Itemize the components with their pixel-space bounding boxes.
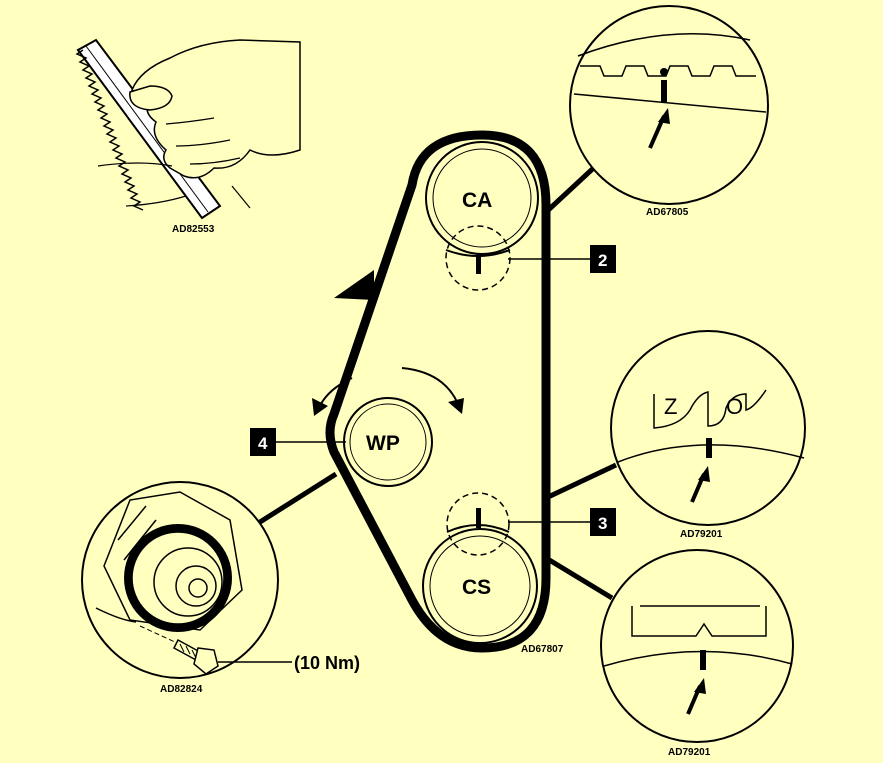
rotation-direction-icon [334,270,374,300]
camshaft-detail-inset [569,5,769,205]
callout-2: 2 [598,251,607,270]
crankshaft-mark-zone [446,492,510,556]
belt-handling-illustration [75,38,301,220]
camshaft-pulley: CA [425,141,539,255]
flywheel-mark-o: O [726,394,743,419]
belt-handling-code: AD82553 [172,224,215,235]
bolt-icon [173,638,219,675]
timing-belt [325,130,551,653]
callout-3-badge [590,508,616,536]
flywheel-detail-top-code: AD79201 [680,529,723,540]
flywheel-mark-z: Z [664,394,677,419]
flywheel-detail-top-inset: Z O [610,330,806,526]
camshaft-timing-mark [476,254,481,274]
camshaft-mark-zone [445,225,511,291]
flywheel-detail-bottom-code: AD79201 [668,747,711,758]
water-pump-pulley: WP [343,397,433,487]
crankshaft-timing-mark [476,508,481,528]
rotate-right-arrow-icon [401,367,459,405]
callout-3: 3 [598,514,607,533]
crankshaft-pulley: CS [422,528,538,644]
callout-4-badge [250,428,276,456]
water-pump-label: WP [366,432,400,455]
callout-2-badge [590,245,616,273]
bolt-torque-label: (10 Nm) [294,653,360,673]
water-pump-detail-inset [81,481,279,679]
camshaft-label: CA [462,189,492,212]
callout-4: 4 [258,434,268,453]
flywheel-detail-bottom-inset [600,549,794,743]
crankshaft-label: CS [462,576,491,599]
main-layout-code: AD67807 [521,644,564,655]
camshaft-detail-code: AD67805 [646,207,689,218]
water-pump-detail-code: AD82824 [160,684,203,695]
